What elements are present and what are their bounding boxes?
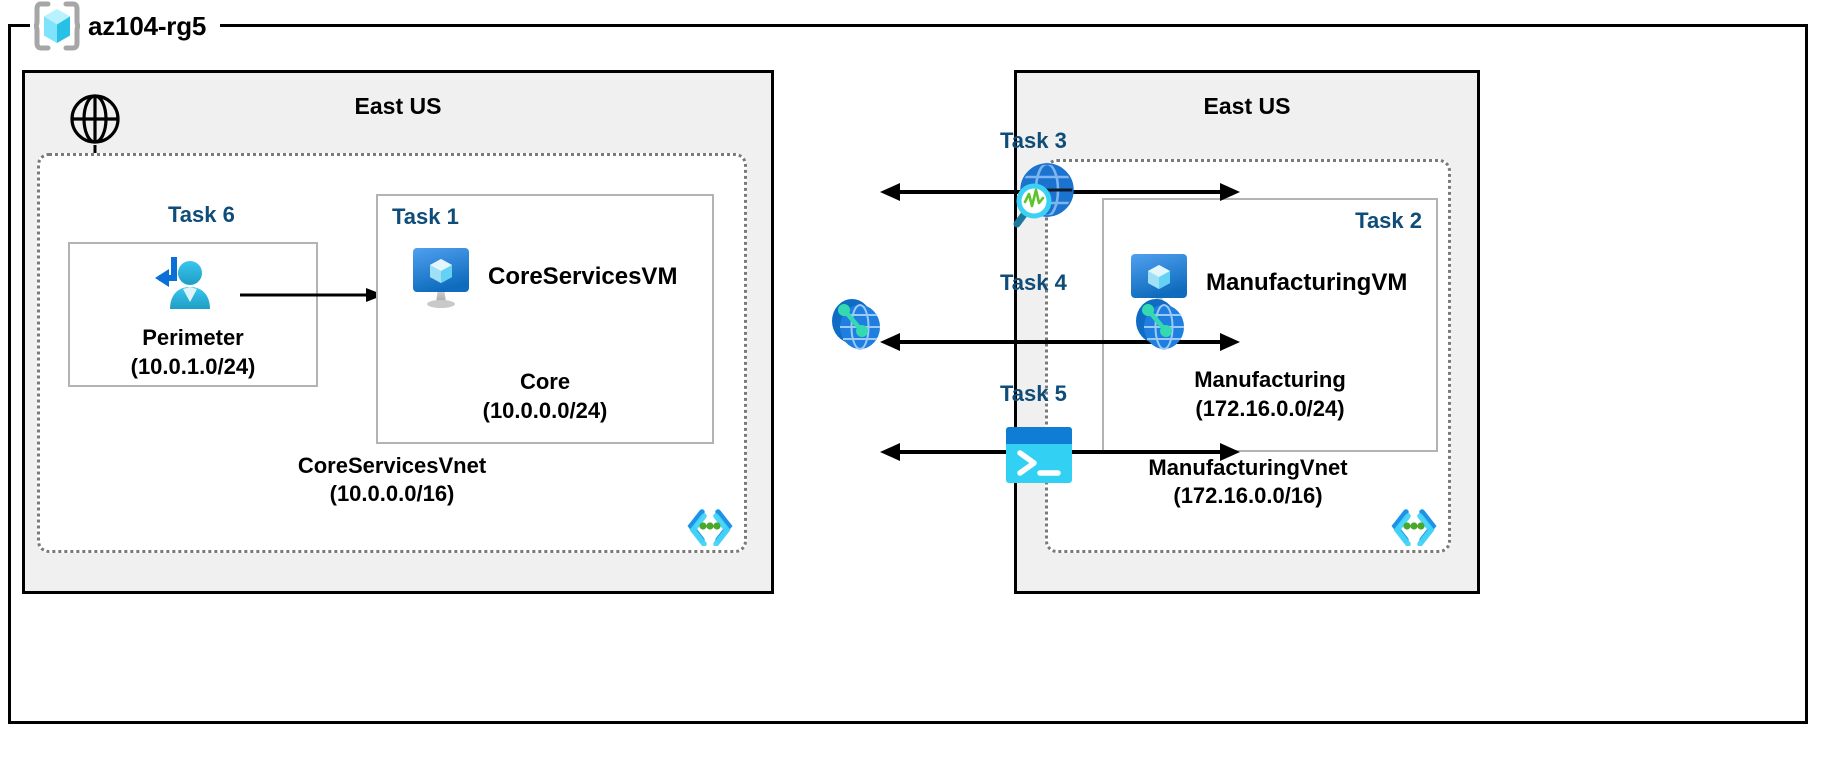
subnet-core: Task 1 (376, 194, 714, 444)
vnet-manufacturingvnet-name: ManufacturingVnet (1148, 454, 1348, 480)
task-label-6: Task 6 (168, 202, 235, 227)
task-label-2: Task 2 (1355, 208, 1422, 233)
task-label-1: Task 1 (392, 204, 459, 229)
subnet-core-name: Core (519, 369, 571, 394)
vnet-manufacturingvnet-label: ManufacturingVnet (172.16.0.0/16) (1048, 454, 1448, 510)
task-label-3: Task 3 (1000, 128, 1067, 153)
vnet-peering-icon (826, 293, 888, 355)
vm-coreservicesvm: CoreServicesVM (408, 244, 677, 310)
virtual-network-icon (686, 506, 734, 547)
region-left-title: East US (354, 93, 442, 119)
user-login-icon (152, 256, 216, 318)
vm-manufacturingvm-name: ManufacturingVM (1206, 269, 1408, 296)
cloud-shell-icon (1002, 425, 1076, 487)
region-left-east-us: East US (22, 70, 774, 594)
resource-group-name: az104-rg5 (88, 10, 207, 41)
resource-group-cube-icon (34, 1, 80, 51)
vnet-peering-icon (1130, 293, 1192, 355)
subnet-perimeter-caption: Perimeter (10.0.1.0/24) (70, 324, 316, 381)
resource-group-title: az104-rg5 (30, 0, 221, 52)
internet-globe-icon (69, 93, 121, 145)
subnet-perimeter-name: Perimeter (142, 325, 244, 350)
subnet-core-caption: Core (10.0.0.0/24) (378, 368, 712, 425)
task-label-5: Task 5 (1000, 381, 1067, 406)
vnet-manufacturingvnet: Task 2 (1045, 159, 1451, 553)
subnet-perimeter-cidr: (10.0.1.0/24) (130, 353, 256, 379)
vm-coreservicesvm-name: CoreServicesVM (488, 263, 678, 290)
virtual-network-icon (1390, 506, 1438, 547)
task-label-4: Task 4 (1000, 270, 1067, 295)
virtual-machine-icon (408, 244, 474, 310)
subnet-manufacturing-name: Manufacturing (1194, 367, 1346, 392)
arrow-perimeter-to-core (240, 288, 384, 302)
vnet-coreservicesvnet: Perimeter (10.0.1.0/24) Task 6 Task 1 (37, 153, 747, 553)
subnet-perimeter: Perimeter (10.0.1.0/24) (68, 242, 318, 387)
vnet-coreservicesvnet-label: CoreServicesVnet (10.0.0.0/16) (40, 452, 744, 508)
vnet-coreservicesvnet-name: CoreServicesVnet (297, 452, 487, 478)
vnet-coreservicesvnet-cidr: (10.0.0.0/16) (329, 480, 455, 506)
region-right-title: East US (1203, 93, 1291, 119)
subnet-manufacturing-cidr: (172.16.0.0/24) (1195, 395, 1345, 421)
region-right-east-us: East US Task 2 (1014, 70, 1480, 594)
vnet-manufacturingvnet-cidr: (172.16.0.0/16) (1173, 482, 1323, 508)
subnet-core-cidr: (10.0.0.0/24) (482, 397, 608, 423)
network-watcher-icon (1005, 160, 1079, 234)
subnet-manufacturing-caption: Manufacturing (172.16.0.0/24) (1104, 366, 1436, 423)
